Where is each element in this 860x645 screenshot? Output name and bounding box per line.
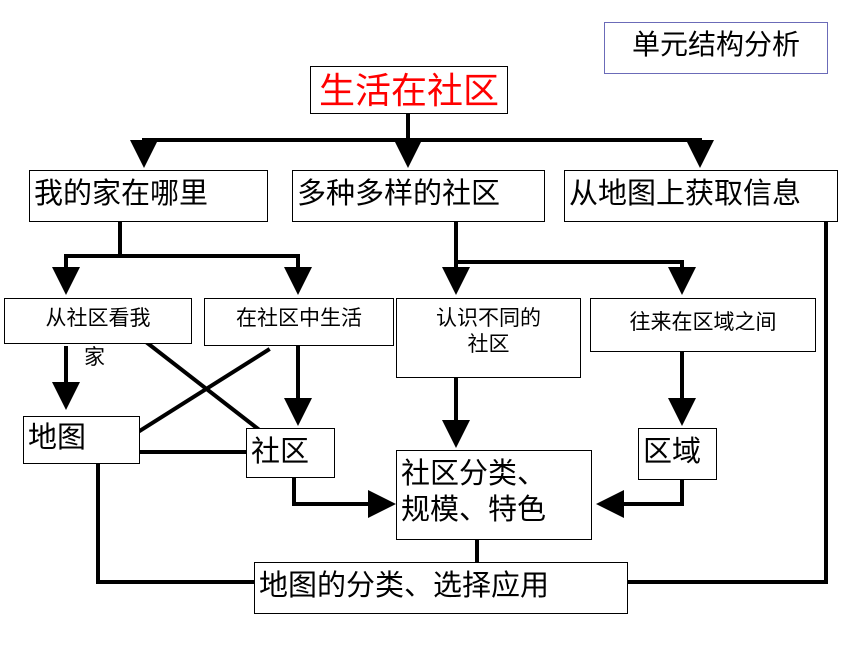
node-between-regions: 往来在区域之间 — [590, 298, 816, 352]
node-community: 社区 — [246, 428, 335, 478]
cross-line-b — [135, 347, 271, 435]
node-map-classification-application: 地图的分类、选择应用 — [254, 562, 628, 614]
map-to-bottom — [96, 462, 256, 584]
node-know-different-communities: 认识不同的 社区 — [396, 298, 581, 378]
node-map: 地图 — [23, 416, 140, 464]
node-view-home-line2: 家 — [84, 345, 105, 369]
mapinfo-to-bottom — [626, 220, 828, 584]
node-know-line2: 社区 — [467, 332, 510, 357]
node-region: 区域 — [638, 428, 717, 480]
node-community-classification: 社区分类、 规模、特色 — [396, 450, 592, 540]
node-info-from-maps: 从地图上获取信息 — [564, 170, 838, 222]
region-to-classification — [596, 478, 684, 518]
node-live-in-community: 在社区中生活 — [204, 298, 394, 346]
node-view-home-line1: 从社区看我 — [45, 306, 151, 330]
community-to-classification — [292, 476, 396, 518]
node-view-home-from-community: 从社区看我 — [4, 298, 192, 344]
unit-structure-title: 单元结构分析 — [604, 22, 828, 74]
node-classification-line2: 规模、特色 — [401, 492, 547, 527]
node-classification-line1: 社区分类、 — [401, 456, 547, 490]
cross-line-a — [143, 339, 265, 435]
node-know-line1: 认识不同的 — [436, 306, 541, 330]
root-node: 生活在社区 — [310, 66, 508, 114]
node-diverse-communities: 多种多样的社区 — [292, 170, 545, 222]
node-where-is-my-home: 我的家在哪里 — [29, 170, 268, 222]
